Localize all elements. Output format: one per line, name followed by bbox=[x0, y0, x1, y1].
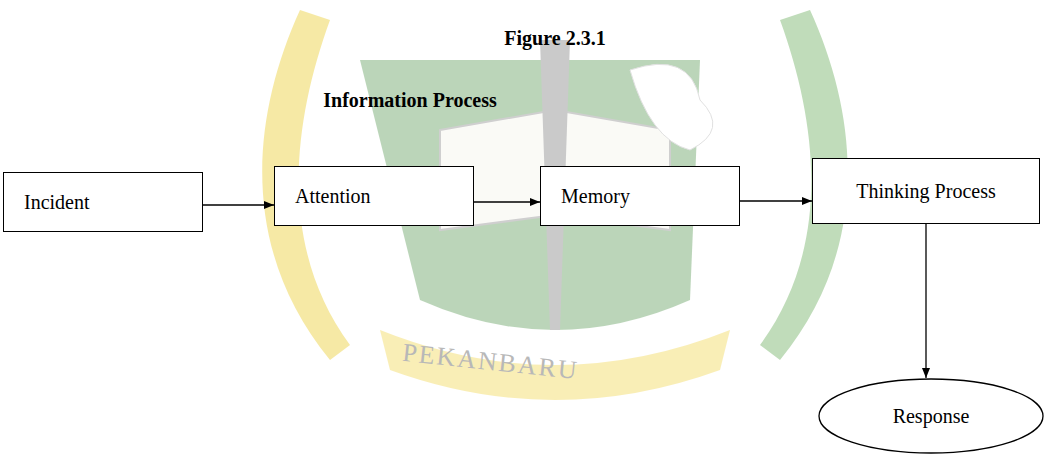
node-text: Response bbox=[893, 405, 970, 428]
figure-heading: Information Process bbox=[323, 89, 497, 112]
figure-title: Figure 2.3.1 bbox=[504, 27, 605, 50]
process-box: Incident bbox=[3, 172, 203, 232]
process-box: Attention bbox=[274, 166, 474, 226]
flow-arrow bbox=[203, 204, 274, 205]
watermark-cloud bbox=[630, 64, 713, 150]
flow-arrow bbox=[925, 224, 926, 378]
node-text: Incident bbox=[24, 191, 90, 214]
process-box: Memory bbox=[540, 166, 740, 226]
node-text: Memory bbox=[561, 185, 630, 208]
response-ellipse: Response bbox=[818, 378, 1044, 454]
process-box: Thinking Process bbox=[812, 158, 1040, 224]
flow-arrow bbox=[474, 201, 540, 202]
node-text: Thinking Process bbox=[856, 180, 995, 203]
flow-arrow bbox=[740, 200, 812, 201]
ellipse-outline bbox=[819, 379, 1043, 453]
node-text: Attention bbox=[295, 185, 371, 208]
watermark-ribbon bbox=[380, 330, 730, 400]
